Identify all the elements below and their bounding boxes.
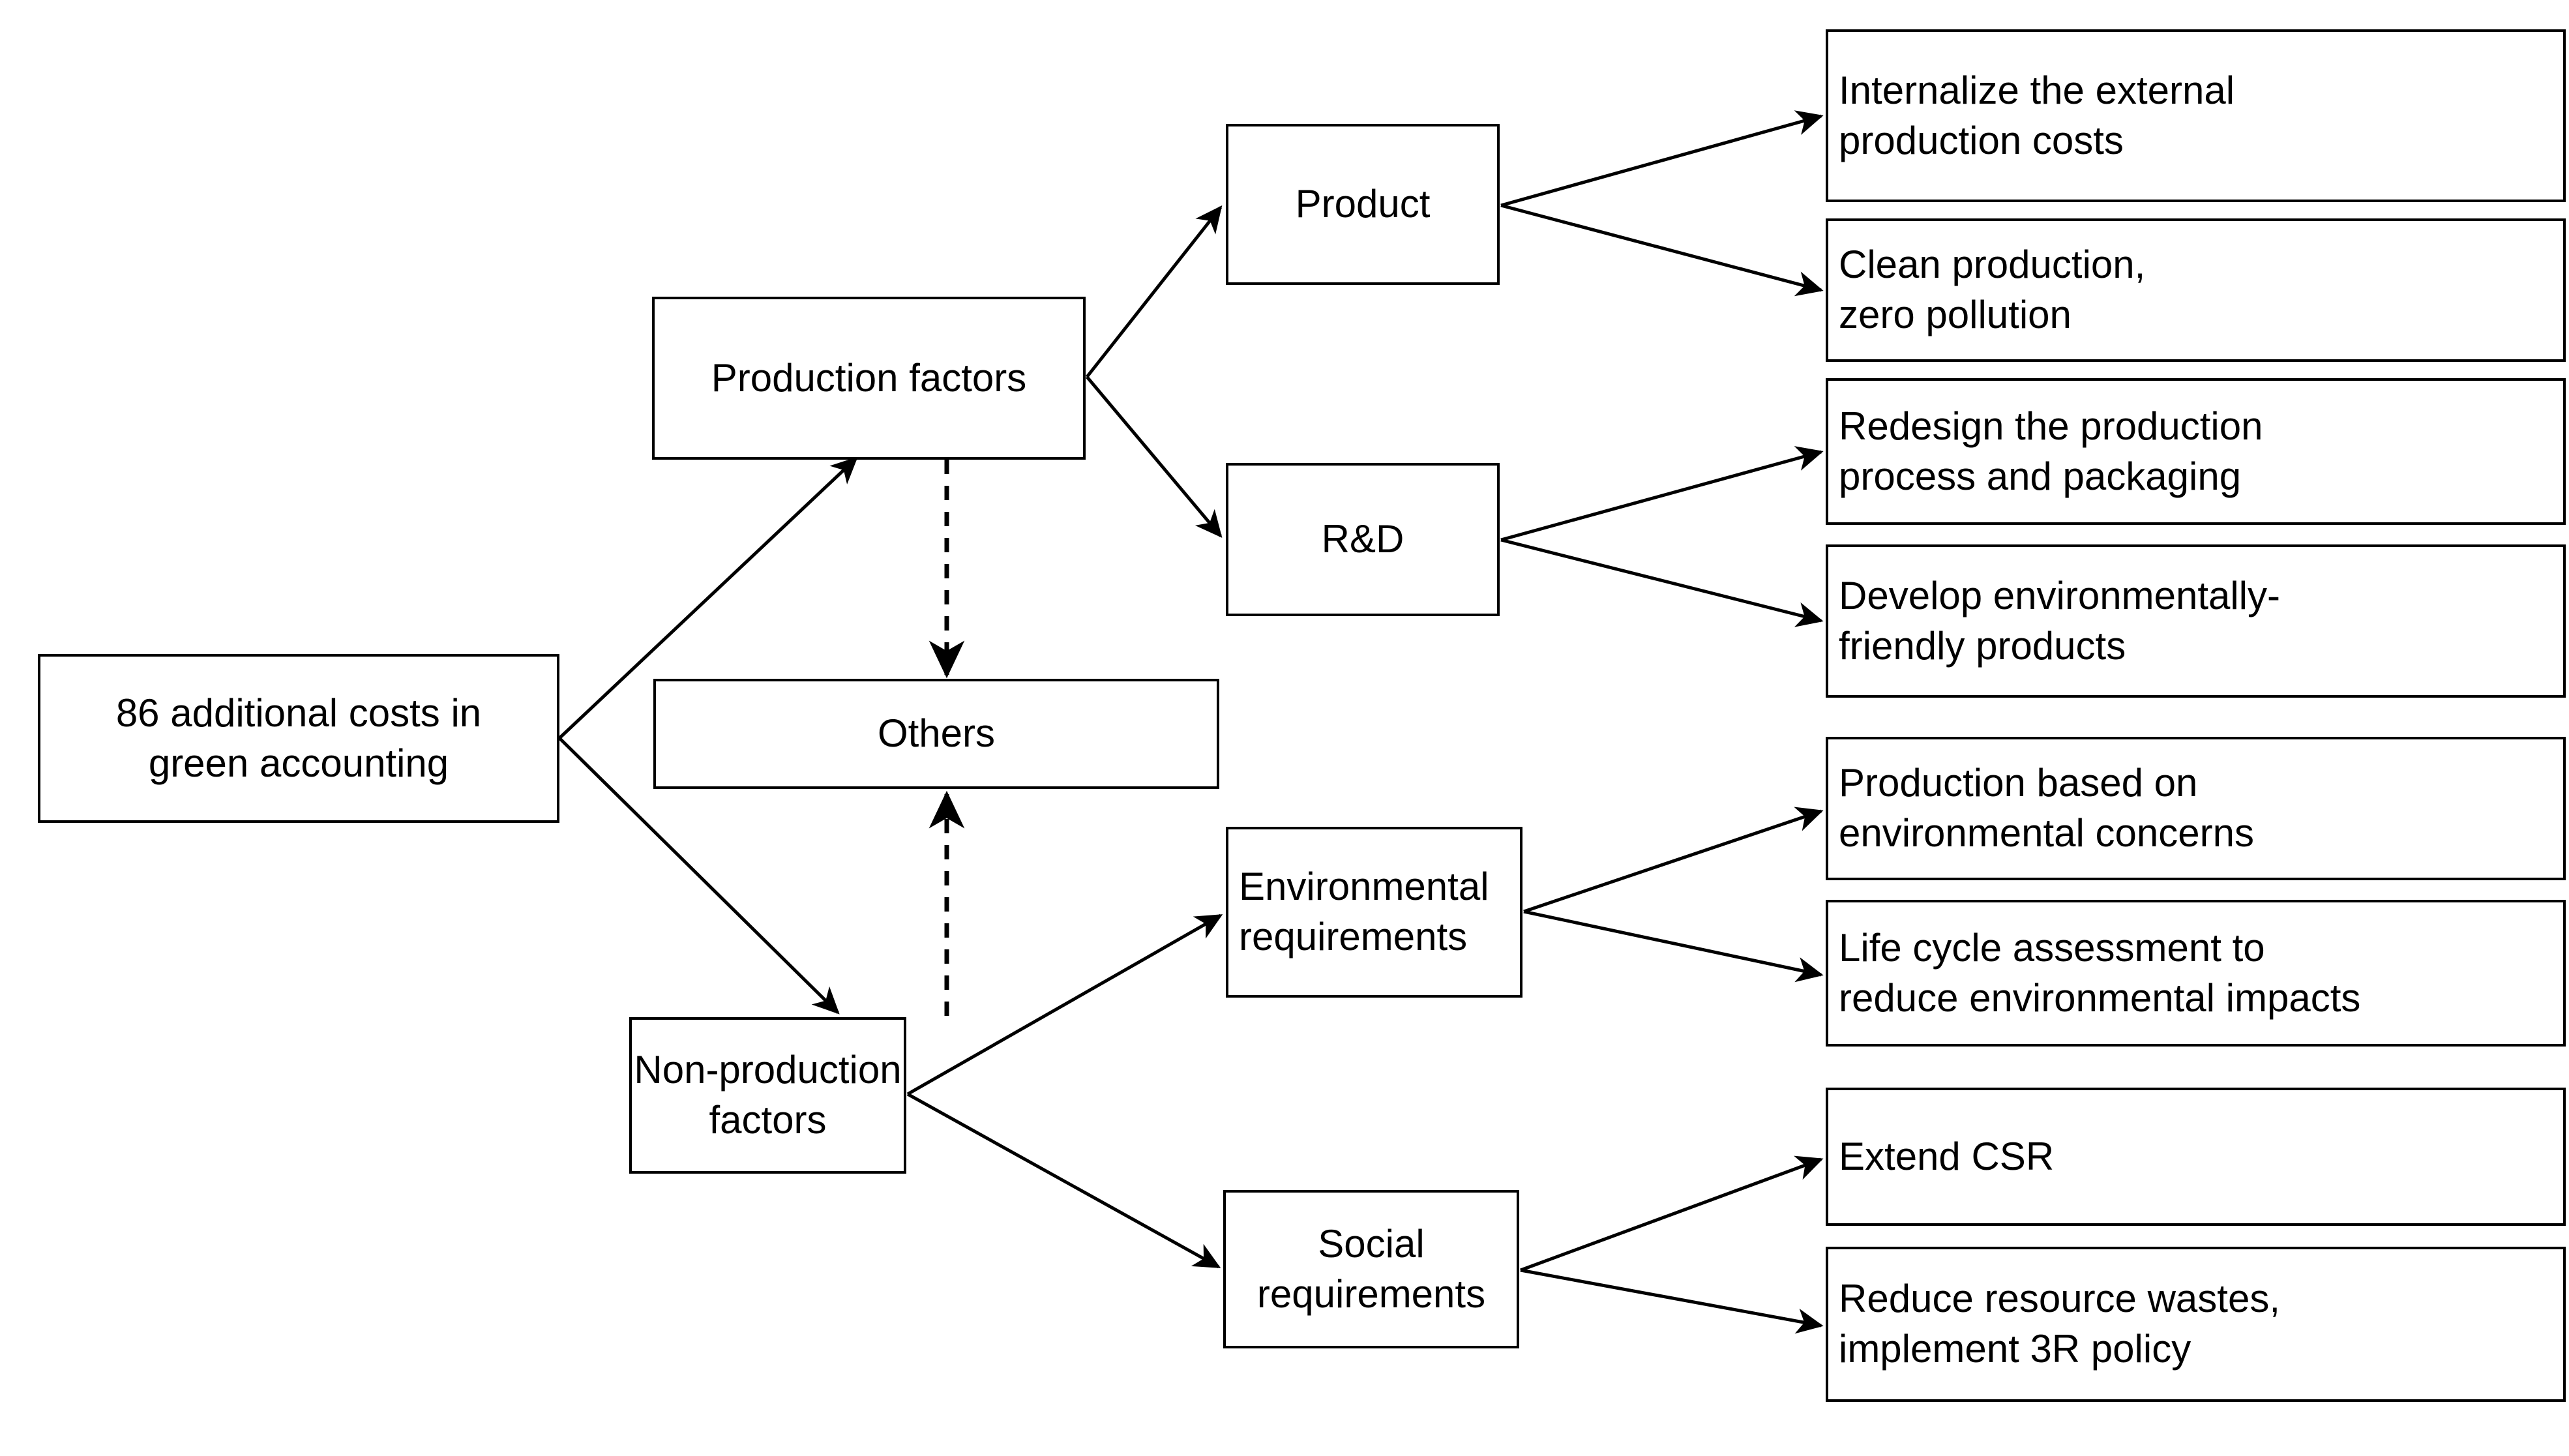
connector-social-to-reduce-wastes [1520, 1268, 1824, 1334]
node-internalize-external-costs-label: Internalize the external production cost… [1839, 68, 2235, 162]
connector-non-production-to-environmental [906, 914, 1223, 1096]
node-rnd[interactable]: R&D [1226, 463, 1500, 616]
node-root-label: 86 additional costs in green accounting [115, 691, 482, 785]
node-others-label: Others [877, 711, 996, 756]
node-non-production-factors-label: Non-production factors [634, 1048, 902, 1142]
node-reduce-resource-wastes[interactable]: Reduce resource wastes, implement 3R pol… [1826, 1247, 2566, 1402]
node-production-factors[interactable]: Production factors [652, 297, 1086, 460]
node-life-cycle-assessment-label: Life cycle assessment to reduce environm… [1839, 925, 2361, 1020]
node-reduce-resource-wastes-label: Reduce resource wastes, implement 3R pol… [1839, 1277, 2280, 1371]
node-internalize-external-costs[interactable]: Internalize the external production cost… [1826, 29, 2566, 202]
node-redesign-production-process-label: Redesign the production process and pack… [1839, 404, 2263, 498]
node-extend-csr[interactable]: Extend CSR [1826, 1088, 2566, 1226]
connector-product-to-internalize [1500, 110, 1824, 207]
node-clean-production-zero-pollution[interactable]: Clean production, zero pollution [1826, 218, 2566, 362]
connector-rnd-to-develop-eco [1500, 538, 1824, 627]
node-production-factors-label: Production factors [711, 355, 1027, 400]
connector-environmental-to-production-based [1523, 807, 1824, 914]
node-environmental-requirements[interactable]: Environmental requirements [1226, 827, 1522, 998]
connector-rnd-to-redesign [1500, 446, 1824, 542]
node-production-environmental-concerns[interactable]: Production based on environmental concer… [1826, 737, 2566, 880]
node-product[interactable]: Product [1226, 124, 1500, 285]
node-root[interactable]: 86 additional costs in green accounting [38, 654, 559, 823]
connector-environmental-to-life-cycle [1523, 910, 1824, 983]
connector-non-production-to-social [906, 1092, 1221, 1269]
node-social-requirements-label: Social requirements [1256, 1221, 1486, 1316]
node-rnd-label: R&D [1321, 517, 1404, 561]
connector-production-factors-to-rnd [1086, 376, 1223, 538]
connector-product-to-clean-production [1500, 203, 1824, 297]
node-environmental-requirements-label: Environmental requirements [1239, 865, 1489, 958]
connector-social-to-extend-csr [1520, 1155, 1824, 1272]
node-product-label: Product [1295, 182, 1431, 226]
node-production-environmental-concerns-label: Production based on environmental concer… [1839, 761, 2255, 855]
node-clean-production-zero-pollution-label: Clean production, zero pollution [1839, 243, 2146, 336]
node-non-production-factors[interactable]: Non-production factors [629, 1017, 906, 1174]
node-others[interactable]: Others [653, 679, 1219, 789]
node-develop-eco-friendly-products[interactable]: Develop environmentally- friendly produc… [1826, 544, 2566, 698]
node-social-requirements[interactable]: Social requirements [1223, 1190, 1519, 1348]
node-life-cycle-assessment[interactable]: Life cycle assessment to reduce environm… [1826, 900, 2566, 1047]
connector-production-factors-to-product [1086, 205, 1223, 378]
node-develop-eco-friendly-products-label: Develop environmentally- friendly produc… [1839, 573, 2280, 668]
node-redesign-production-process[interactable]: Redesign the production process and pack… [1826, 378, 2566, 525]
node-extend-csr-label: Extend CSR [1839, 1134, 2055, 1178]
